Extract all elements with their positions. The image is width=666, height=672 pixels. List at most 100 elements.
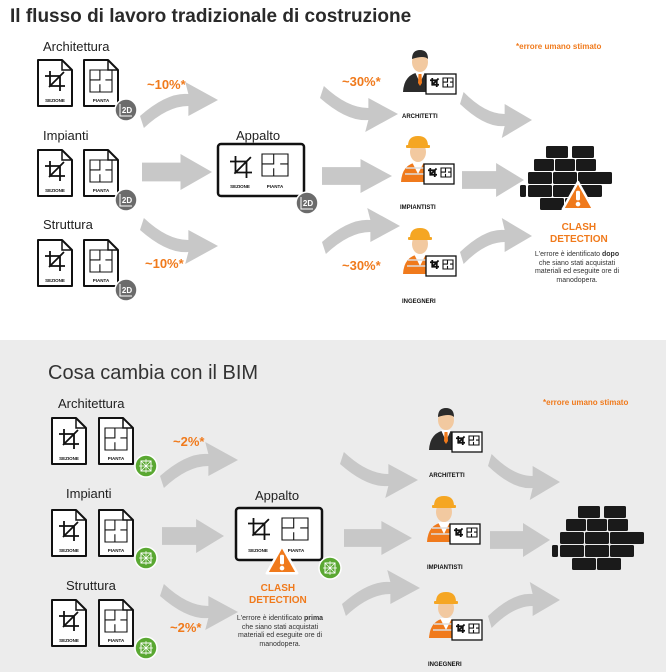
- clash-desc-text: L'errore è identificato: [534, 251, 602, 258]
- appalto-label: Appalto: [236, 128, 281, 143]
- svg-text:PIANTA: PIANTA: [267, 184, 284, 189]
- arrow-icon: [490, 523, 550, 557]
- svg-text:SEZIONE: SEZIONE: [45, 98, 65, 103]
- section-doc-icon: SEZIONE: [51, 509, 87, 557]
- traditional-panel: Il flusso di lavoro tradizionale di cost…: [0, 0, 666, 318]
- plan-doc-icon: PIANTA: [98, 599, 134, 647]
- architect-icon: [429, 408, 483, 453]
- error-pct-ingegneri: ~30%*: [342, 258, 381, 273]
- bim-section-impianti-label: Impianti: [66, 486, 112, 501]
- section-doc-icon: SEZIONE: [51, 417, 87, 465]
- svg-text:PIANTA: PIANTA: [93, 188, 110, 193]
- svg-text:2D: 2D: [122, 286, 132, 295]
- arrow-icon: [344, 521, 412, 555]
- clash-desc-emphasis: dopo: [602, 251, 620, 258]
- bim-role-architetti: ARCHITETTI: [429, 473, 465, 479]
- svg-text:SEZIONE: SEZIONE: [230, 184, 250, 189]
- bim-badge-icon: [134, 546, 158, 570]
- architect-icon: [403, 50, 457, 95]
- arrow-icon: [162, 519, 224, 553]
- section-impianti-label: Impianti: [43, 128, 89, 143]
- role-impiantisti: IMPIANTISTI: [400, 205, 436, 211]
- engineer-icon: [429, 592, 483, 641]
- 2d-badge-icon: 2D: [114, 278, 138, 302]
- error-note: *errore umano stimato: [516, 42, 602, 51]
- svg-text:PIANTA: PIANTA: [108, 548, 125, 553]
- arrow-icon: [140, 218, 218, 264]
- svg-text:PIANTA: PIANTA: [93, 98, 110, 103]
- bim-role-impiantisti: IMPIANTISTI: [427, 565, 463, 571]
- bim-appalto-label: Appalto: [255, 488, 300, 503]
- svg-text:PIANTA: PIANTA: [93, 278, 110, 283]
- error-pct-architettura: ~10%*: [147, 77, 186, 92]
- section-doc-icon: SEZIONE: [37, 149, 73, 197]
- clash-title-line1: CLASH: [561, 222, 597, 233]
- bim-section-architettura-label: Architettura: [58, 396, 125, 411]
- arrow-icon: [460, 92, 532, 138]
- svg-text:2D: 2D: [122, 106, 132, 115]
- plan-doc-icon: PIANTA: [83, 59, 119, 107]
- svg-text:SEZIONE: SEZIONE: [45, 278, 65, 283]
- plan-doc-icon: PIANTA: [83, 239, 119, 287]
- arrow-icon: [322, 208, 400, 254]
- bim-clash-desc-text: L'errore è identificato: [236, 615, 305, 622]
- arrow-icon: [488, 454, 560, 500]
- plan-doc-icon: PIANTA: [98, 417, 134, 465]
- svg-text:SEZIONE: SEZIONE: [248, 548, 268, 553]
- svg-text:PIANTA: PIANTA: [288, 548, 305, 553]
- bim-error-note: *errore umano stimato: [543, 398, 629, 407]
- arrow-icon: [342, 570, 420, 616]
- bim-clash-title-line1: CLASH: [260, 583, 296, 594]
- bim-error-pct-struttura: ~2%*: [170, 620, 202, 635]
- engineer-icon: [401, 136, 455, 185]
- svg-text:2D: 2D: [122, 196, 132, 205]
- section-struttura-label: Struttura: [43, 217, 93, 232]
- bim-diagram: SEZIONE PIANTA SEZIONE PIANTA SEZIONE PIANTA S…: [51, 408, 644, 660]
- arrow-icon: [320, 86, 398, 132]
- svg-text:PIANTA: PIANTA: [108, 456, 125, 461]
- svg-text:SEZIONE: SEZIONE: [59, 548, 79, 553]
- arrow-icon: [488, 582, 560, 628]
- arrow-icon: [340, 452, 418, 498]
- role-architetti: ARCHITETTI: [402, 114, 438, 120]
- arrow-icon: [142, 154, 212, 190]
- section-doc-icon: SEZIONE: [37, 59, 73, 107]
- svg-text:PIANTA: PIANTA: [108, 638, 125, 643]
- arrow-icon: [160, 584, 238, 630]
- arrow-icon: [160, 442, 238, 488]
- error-pct-architetti: ~30%*: [342, 74, 381, 89]
- bim-role-ingegneri: INGEGNERI: [428, 662, 462, 668]
- warning-icon: [265, 544, 299, 575]
- bim-title: Cosa cambia con il BIM: [48, 362, 259, 384]
- appalto-sheet-icon: SEZIONE PIANTA: [216, 142, 306, 198]
- section-doc-icon: SEZIONE: [37, 239, 73, 287]
- 2d-badge-icon: 2D: [295, 191, 319, 215]
- 2d-badge-icon: 2D: [114, 188, 138, 212]
- brick-wall-icon: [552, 506, 644, 570]
- svg-text:SEZIONE: SEZIONE: [45, 188, 65, 193]
- clash-description: L'errore è identificato dopo che siano s…: [532, 251, 622, 285]
- engineer-icon: [403, 228, 457, 277]
- clash-title-line2: DETECTION: [550, 234, 608, 245]
- engineer-icon: [427, 496, 481, 545]
- bim-badge-icon: [134, 454, 158, 478]
- arrow-icon: [322, 159, 392, 193]
- bim-clash-desc-text-end: che siano stati acquistati materiali ed …: [237, 623, 323, 648]
- bim-clash-detection-title: CLASH DETECTION: [249, 583, 307, 607]
- error-pct-struttura: ~10%*: [145, 256, 184, 271]
- bim-clash-title-line2: DETECTION: [249, 595, 307, 606]
- brick-wall-icon: [520, 146, 612, 210]
- plan-doc-icon: PIANTA: [83, 149, 119, 197]
- section-doc-icon: SEZIONE: [51, 599, 87, 647]
- bim-section-struttura-label: Struttura: [66, 578, 116, 593]
- bim-panel: Cosa cambia con il BIM *errore umano sti…: [0, 340, 666, 672]
- bim-clash-desc-emphasis: prima: [304, 615, 324, 622]
- bim-badge-icon: [318, 556, 342, 580]
- clash-detection-title: CLASH DETECTION: [550, 222, 608, 246]
- svg-text:SEZIONE: SEZIONE: [59, 456, 79, 461]
- role-ingegneri: INGEGNERI: [402, 299, 436, 305]
- svg-text:2D: 2D: [303, 199, 313, 208]
- 2d-badge-icon: 2D: [114, 98, 138, 122]
- section-architettura-label: Architettura: [43, 39, 110, 54]
- bim-error-pct-architettura: ~2%*: [173, 434, 205, 449]
